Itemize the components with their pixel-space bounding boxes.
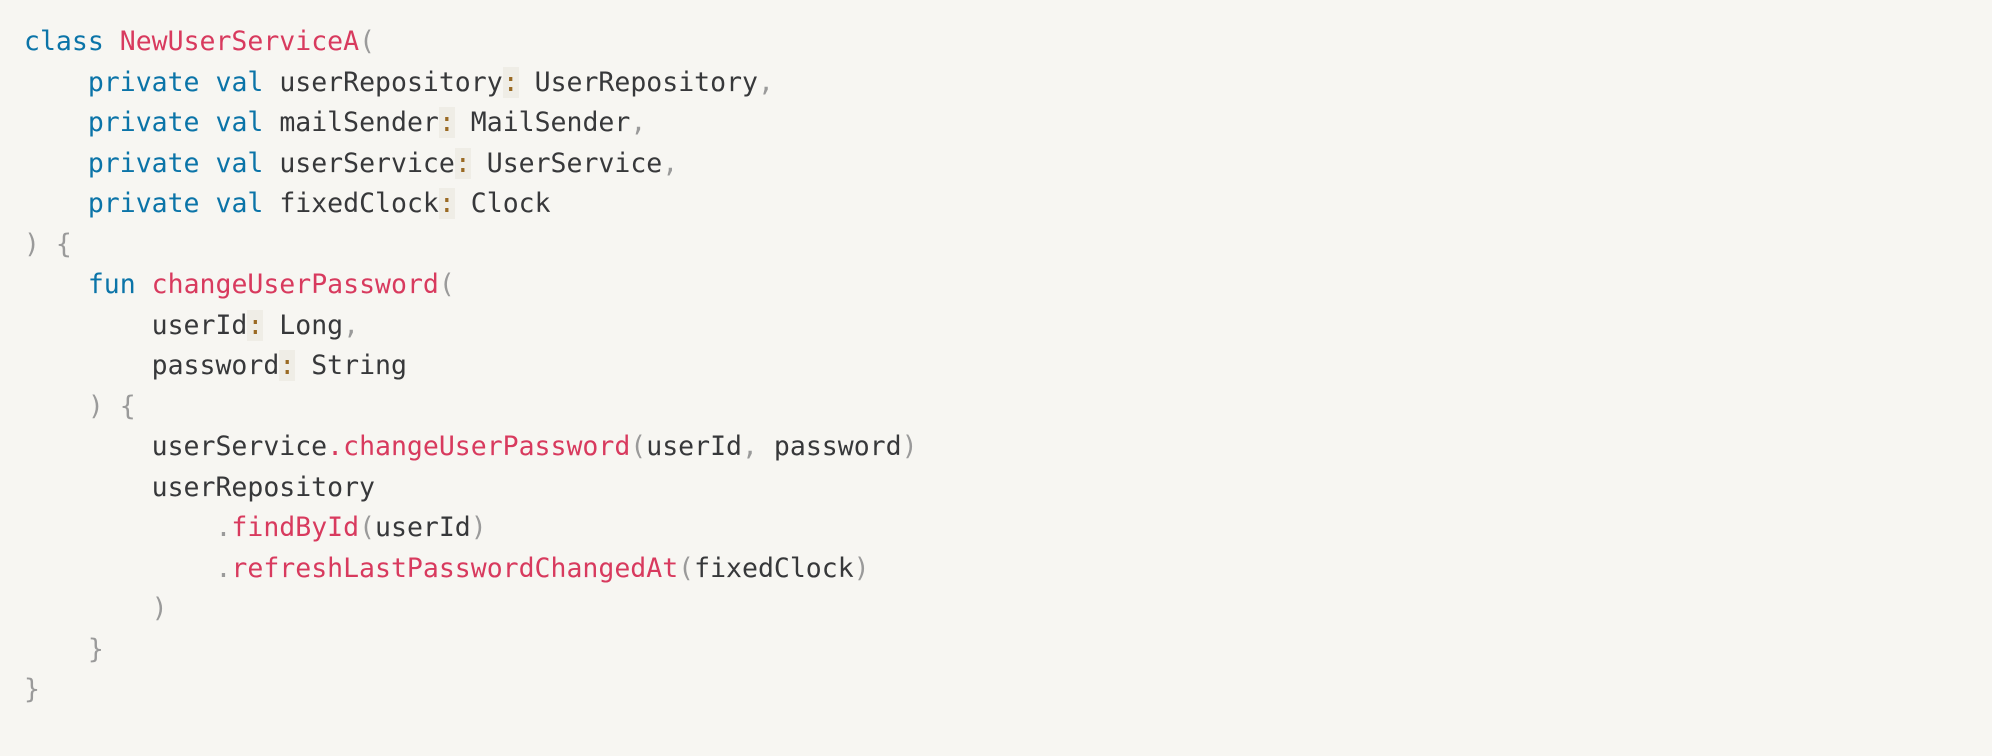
code-token: ( [678, 552, 695, 584]
code-token [24, 269, 88, 300]
code-line[interactable]: private val fixedClock: Clock [24, 184, 1992, 225]
code-token: , [662, 147, 679, 179]
code-token [200, 188, 216, 219]
code-token: private [87, 188, 200, 219]
code-token: String [295, 350, 407, 381]
code-token: ) [24, 593, 168, 624]
code-token: fixedClock [694, 552, 854, 584]
code-token: val [215, 147, 264, 179]
code-token: ) { [24, 390, 136, 422]
code-token: refreshLastPasswordChangedAt [231, 552, 679, 584]
code-token [24, 512, 215, 543]
code-token: UserService [470, 147, 663, 179]
code-token: ) { [24, 228, 72, 260]
code-line[interactable]: password: String [24, 346, 1992, 387]
code-token: Clock [454, 188, 551, 219]
code-token: ) [470, 512, 487, 543]
code-token: userRepository [24, 471, 375, 503]
code-token: private [87, 107, 200, 138]
code-token [200, 107, 216, 138]
code-token: : [279, 350, 296, 381]
code-line[interactable]: class NewUserServiceA( [24, 22, 1992, 63]
code-token: : [247, 309, 264, 341]
code-token [24, 553, 215, 584]
code-line[interactable]: } [24, 670, 1992, 711]
code-token: NewUserServiceA [119, 26, 360, 57]
code-token: : [454, 147, 471, 179]
code-token: userId [375, 512, 471, 543]
code-token: val [215, 66, 264, 98]
code-token: userService [24, 431, 328, 462]
code-token: : [438, 188, 455, 219]
code-token: . [215, 552, 232, 584]
code-token: ) [853, 552, 870, 584]
code-token: MailSender [454, 107, 631, 138]
code-token [24, 188, 88, 219]
code-token: } [24, 674, 40, 705]
code-line[interactable]: userService.changeUserPassword(userId, p… [24, 427, 1992, 468]
code-token: ( [359, 512, 376, 543]
code-token: Long [263, 309, 344, 341]
code-line[interactable]: userRepository [24, 468, 1992, 509]
code-token: . [327, 431, 344, 462]
code-token: , [343, 309, 360, 341]
code-token: : [502, 66, 519, 98]
code-line[interactable]: .findById(userId) [24, 508, 1992, 549]
code-token: changeUserPassword [151, 269, 439, 300]
code-token: private [87, 66, 200, 98]
code-token: private [87, 147, 200, 179]
code-line[interactable]: } [24, 630, 1992, 671]
code-line[interactable]: .refreshLastPasswordChangedAt(fixedClock… [24, 549, 1992, 590]
code-token: val [215, 188, 264, 219]
code-token: password [773, 431, 902, 462]
code-token: ( [438, 269, 455, 300]
code-token: class [24, 26, 104, 57]
code-token [104, 26, 120, 57]
code-token: UserRepository [518, 66, 758, 98]
code-token: ( [359, 26, 376, 57]
code-token: findById [231, 512, 360, 543]
code-line[interactable]: ) { [24, 225, 1992, 266]
code-token: } [24, 633, 104, 665]
code-token: userRepository [263, 66, 503, 98]
code-line[interactable]: fun changeUserPassword( [24, 265, 1992, 306]
code-token: password [24, 350, 280, 381]
code-line[interactable]: ) { [24, 387, 1992, 428]
code-line[interactable]: userId: Long, [24, 306, 1992, 347]
code-line[interactable]: private val mailSender: MailSender, [24, 103, 1992, 144]
code-token: mailSender [263, 107, 439, 138]
code-token: fixedClock [263, 188, 439, 219]
code-line[interactable]: private val userRepository: UserReposito… [24, 63, 1992, 104]
code-token [24, 107, 88, 138]
code-token [136, 269, 152, 300]
code-token: fun [87, 269, 136, 300]
code-token [200, 148, 216, 179]
code-token: ( [630, 431, 647, 462]
code-line[interactable]: ) [24, 589, 1992, 630]
code-token: , [742, 431, 774, 462]
code-token [24, 148, 88, 179]
code-token: , [757, 66, 774, 98]
code-token: userService [263, 147, 455, 179]
code-token: userId [24, 309, 248, 341]
code-token: userId [646, 431, 742, 462]
code-token: , [630, 107, 647, 138]
code-token: ) [901, 431, 918, 462]
code-token [24, 67, 88, 98]
code-token: changeUserPassword [343, 431, 631, 462]
code-token: . [215, 512, 232, 543]
code-token: : [438, 107, 455, 138]
code-line[interactable]: private val userService: UserService, [24, 144, 1992, 185]
code-token [200, 67, 216, 98]
code-token: val [215, 107, 264, 138]
